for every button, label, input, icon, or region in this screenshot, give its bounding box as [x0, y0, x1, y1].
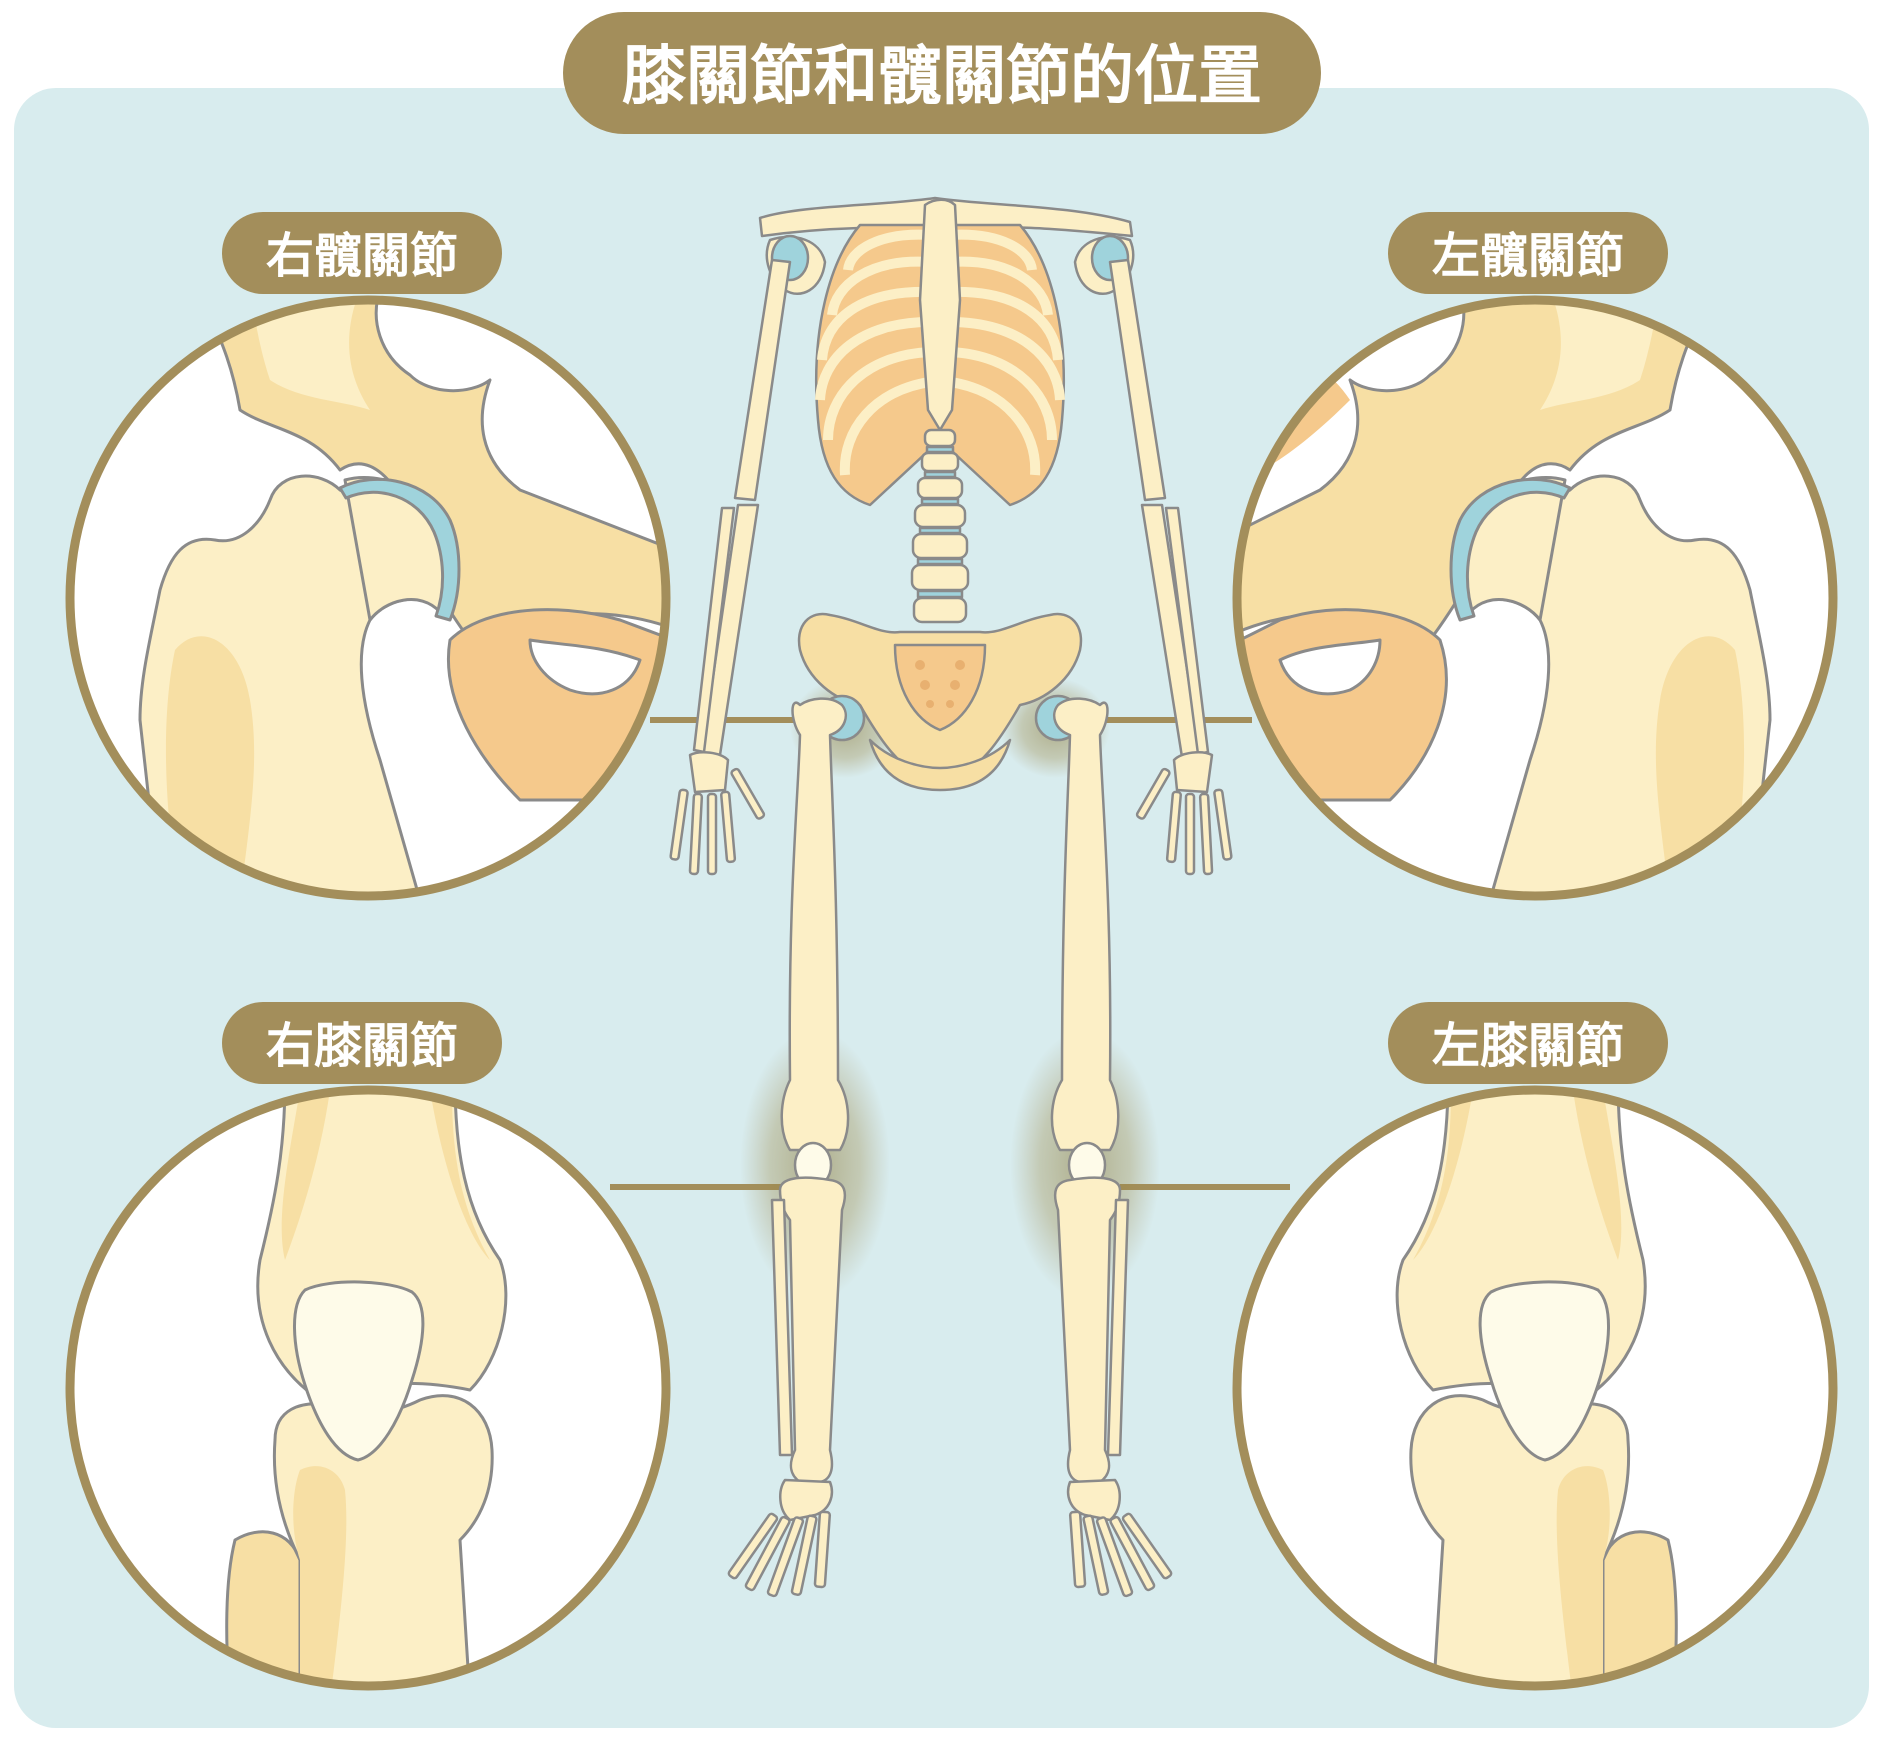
sternum: [918, 198, 962, 432]
right-knee-femur-shade-right: [430, 1090, 490, 1260]
label-right-knee: 右膝關節: [222, 1002, 502, 1084]
label-left-knee: 左膝關節: [1388, 1002, 1668, 1084]
right-hand: [669, 751, 766, 876]
right-knee-patella: [293, 1280, 425, 1462]
left-tibia: [1053, 1176, 1122, 1484]
right-hip-closeup: [65, 295, 671, 901]
right-hip-pelvis-hole: [528, 638, 642, 696]
label-left-knee-text: 左膝關節: [1432, 1018, 1624, 1074]
left-knee-femur-shade-left: [1413, 1090, 1473, 1260]
right-hip-cartilage-cap: [338, 477, 461, 622]
label-right-knee-text: 右膝關節: [266, 1018, 458, 1074]
right-knee-closeup: [65, 1085, 671, 1691]
ribs: [815, 229, 1065, 476]
left-hip-pelvis-hole: [1278, 638, 1382, 696]
title-pill: 膝關節和髖關節的位置: [563, 12, 1321, 134]
right-femur: [780, 697, 850, 1152]
page-title: 膝關節和髖關節的位置: [622, 40, 1262, 114]
left-hip-cartilage-cap: [1449, 477, 1572, 622]
left-foot: [1066, 1478, 1173, 1598]
right-fibula: [770, 1198, 794, 1457]
left-forearm-ulna: [1164, 506, 1210, 756]
label-left-hip-text: 左髖關節: [1432, 228, 1624, 284]
skeleton-illustration: [669, 196, 1233, 1598]
left-upper-arm: [1108, 258, 1167, 502]
right-upper-arm: [733, 258, 792, 502]
label-right-hip-text: 右髖關節: [266, 228, 458, 284]
right-tibia: [778, 1176, 847, 1484]
left-fibula: [1106, 1198, 1130, 1457]
pubis: [868, 738, 1012, 792]
right-hip-pelvis-shade: [250, 300, 370, 410]
label-right-hip: 右髖關節: [222, 212, 502, 294]
right-foot: [727, 1478, 834, 1598]
sacral-foramina: [915, 660, 965, 708]
left-knee-patella: [1478, 1280, 1610, 1462]
right-knee-tibia-shade: [293, 1466, 347, 1686]
right-knee-femur-shade: [281, 1090, 330, 1260]
spine: [910, 428, 970, 624]
left-hand: [1135, 751, 1233, 876]
label-left-hip: 左髖關節: [1388, 212, 1668, 294]
left-knee-femur-shade: [1573, 1090, 1622, 1260]
left-femur: [1050, 697, 1120, 1152]
left-knee-tibia-shade: [1556, 1466, 1610, 1686]
left-knee-closeup: [1232, 1085, 1838, 1691]
